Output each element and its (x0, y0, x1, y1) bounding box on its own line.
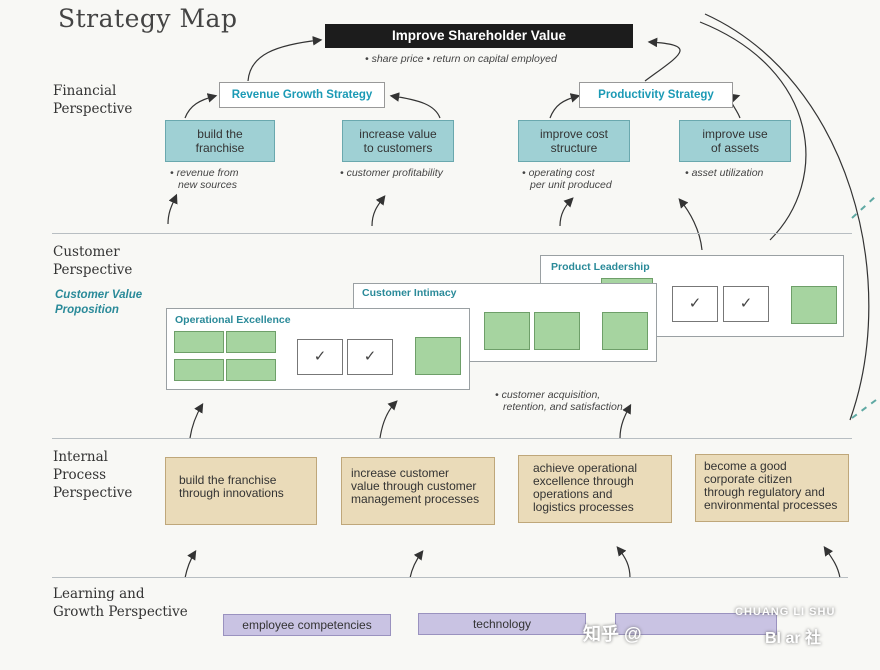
learning-box-technology: technology (418, 613, 586, 635)
panel-title: Customer Intimacy (362, 287, 457, 299)
watermark-zhihu: 知乎 @ (583, 624, 642, 644)
label-line: Perspective (53, 485, 133, 501)
label-line: Internal (53, 449, 108, 465)
internal-box-corporate-citizen: become a good corporate citizen through … (695, 454, 849, 522)
label-line: Perspective (53, 262, 133, 278)
label-line: Customer (53, 244, 120, 260)
green-tile (226, 359, 276, 381)
label-line: Financial (53, 83, 117, 99)
page-title: Strategy Map (58, 4, 238, 33)
green-tile (534, 312, 580, 350)
label-internal-process-perspective: Internal Process Perspective (53, 448, 132, 502)
box-text-line: build the franchise (179, 473, 277, 487)
label-customer-perspective: Customer Perspective (53, 243, 132, 279)
box-text-line: logistics processes (533, 500, 634, 514)
check-icon: ✓ (723, 286, 769, 322)
divider-financial-customer (52, 233, 852, 234)
box-text-line: franchise (195, 141, 245, 155)
green-tile (174, 359, 224, 381)
revenue-growth-strategy-box: Revenue Growth Strategy (219, 82, 385, 108)
label-line: Proposition (55, 304, 119, 316)
measure-line: per unit produced (530, 179, 612, 191)
box-text-line: structure (550, 141, 598, 155)
box-text-line: increase value (359, 127, 437, 141)
measure-revenue-new-sources: • revenue from new sources (170, 167, 238, 191)
box-text-line: achieve operational (533, 461, 638, 475)
measure-customer-profitability: • customer profitability (340, 167, 443, 179)
box-text-line: operations and (533, 487, 613, 501)
divider-customer-internal (52, 438, 852, 439)
box-text-line: corporate citizen (704, 472, 793, 486)
box-text-line: become a good (704, 459, 787, 473)
watermark-brand-top: CHUANG LI SHU (735, 606, 836, 618)
improve-shareholder-value-box: Improve Shareholder Value (325, 24, 633, 48)
box-text-line: of assets (710, 141, 760, 155)
check-icon: ✓ (672, 286, 718, 322)
check-icon: ✓ (347, 339, 393, 375)
label-line: Customer Value (55, 289, 143, 301)
productivity-strategy-box: Productivity Strategy (579, 82, 733, 108)
measure-line: new sources (178, 179, 237, 191)
box-text-line: value through customer (351, 479, 477, 493)
learning-box-obscured (615, 613, 777, 635)
watermark-brand-mid: BI ar 社 (765, 630, 822, 647)
measure-asset-utilization: • asset utilization (685, 167, 763, 179)
green-tile (174, 331, 224, 353)
label-line: Process (53, 467, 107, 483)
box-text-line: build the (197, 127, 243, 141)
label-financial-perspective: Financial Perspective (53, 82, 132, 118)
box-text-line: increase customer (351, 466, 450, 480)
box-text-line: management processes (351, 492, 480, 506)
customer-measures: • customer acquisition, retention, and s… (495, 389, 623, 413)
check-icon: ✓ (297, 339, 343, 375)
internal-box-operational-excellence: achieve operational excellence through o… (518, 455, 672, 523)
measure-line: • customer profitability (340, 167, 443, 179)
box-text-line: improve cost (539, 127, 609, 141)
label-customer-value-proposition: Customer Value Proposition (55, 288, 142, 318)
measure-operating-cost: • operating cost per unit produced (522, 167, 612, 191)
measure-line: • asset utilization (685, 167, 764, 179)
panel-title: Operational Excellence (175, 314, 291, 326)
label-learning-growth-perspective: Learning and Growth Perspective (53, 585, 188, 621)
measure-line: • revenue from (170, 167, 239, 179)
box-text-line: environmental processes (704, 498, 838, 512)
box-text-line: through regulatory and (704, 485, 825, 499)
measure-line: • customer acquisition, (495, 389, 601, 401)
green-tile (791, 286, 837, 324)
green-tile (226, 331, 276, 353)
top-measures: • share price • return on capital employ… (365, 53, 557, 65)
label-line: Learning and (53, 586, 145, 602)
divider-internal-learning (52, 577, 848, 578)
label-line: Perspective (53, 101, 133, 117)
internal-box-innovations: build the franchise through innovations (165, 457, 317, 525)
green-tile (415, 337, 461, 375)
green-tile (484, 312, 530, 350)
box-text-line: improve use (702, 127, 768, 141)
measure-line: • operating cost (522, 167, 595, 179)
panel-operational-excellence: Operational Excellence ✓ ✓ (166, 308, 470, 390)
panel-title: Product Leadership (551, 261, 650, 273)
box-text-line: to customers (363, 141, 433, 155)
green-tile (602, 312, 648, 350)
measure-line: retention, and satisfaction (503, 401, 623, 413)
internal-box-customer-management: increase customer value through customer… (341, 457, 495, 525)
learning-box-employee-competencies: employee competencies (223, 614, 391, 636)
box-text-line: through innovations (179, 486, 284, 500)
label-line: Growth Perspective (53, 604, 188, 620)
box-text-line: excellence through (533, 474, 634, 488)
